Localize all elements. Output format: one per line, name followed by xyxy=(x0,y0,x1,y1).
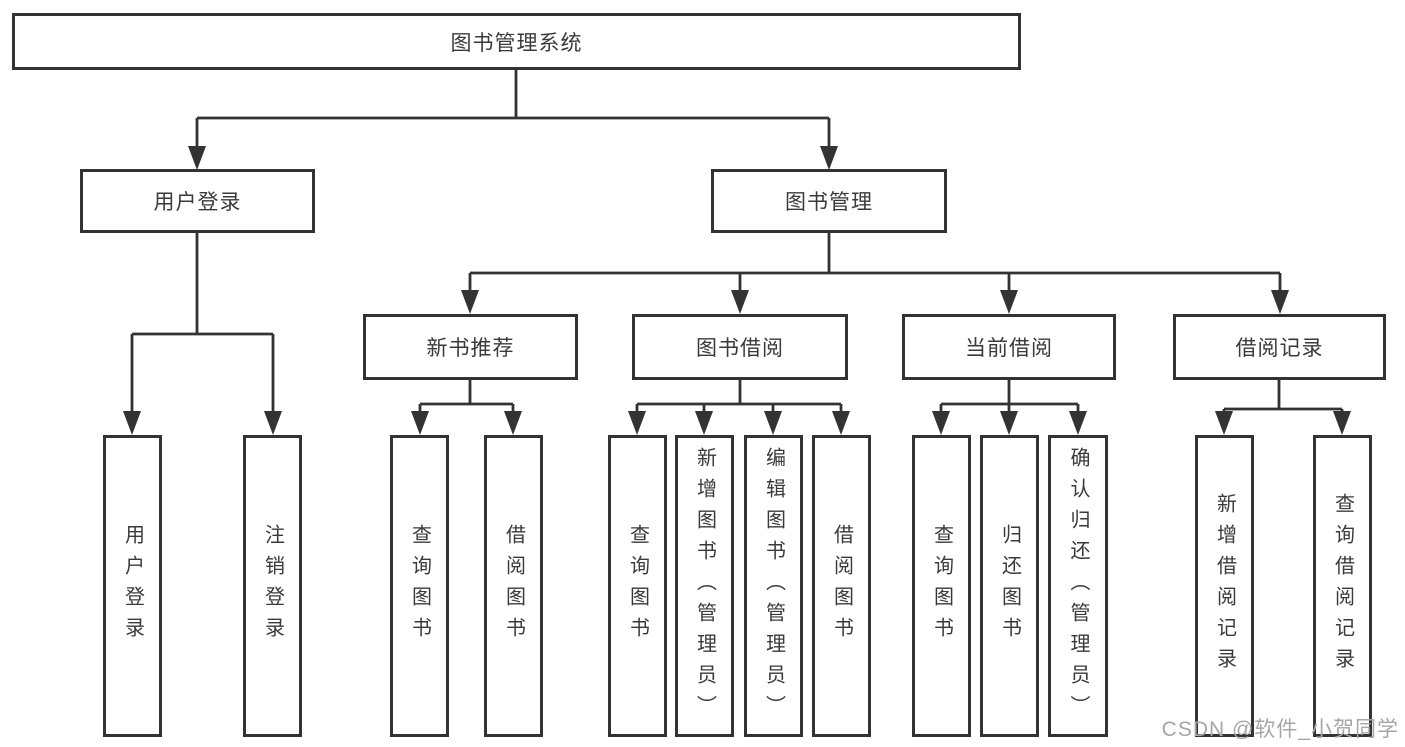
leaf-borrow-books-recommend: 借阅图书 xyxy=(484,435,543,737)
node-label: 归还图书 xyxy=(998,524,1021,648)
node-label: 借阅图书 xyxy=(830,524,853,648)
node-label: 查询图书 xyxy=(626,524,649,648)
leaf-logout: 注销登录 xyxy=(243,435,302,737)
node-label: 新书推荐 xyxy=(426,337,515,360)
node-user-login: 用户登录 xyxy=(80,169,315,233)
node-label: 新增借阅记录 xyxy=(1213,493,1236,679)
leaf-add-books-admin: 新增图书（管理员） xyxy=(675,435,734,737)
node-borrowing-records: 借阅记录 xyxy=(1173,314,1386,380)
leaf-query-books-recommend: 查询图书 xyxy=(390,435,449,737)
node-label: 注销登录 xyxy=(261,524,284,648)
node-label: 编辑图书（管理员） xyxy=(762,446,785,726)
node-library-management-system: 图书管理系统 xyxy=(12,13,1021,70)
leaf-add-borrow-record: 新增借阅记录 xyxy=(1195,435,1254,737)
node-label: 查询借阅记录 xyxy=(1331,493,1354,679)
arrowheads xyxy=(123,146,1351,435)
leaf-query-books-borrowing: 查询图书 xyxy=(608,435,667,737)
node-label: 图书管理系统 xyxy=(450,31,583,55)
node-label: 新增图书（管理员） xyxy=(693,446,716,726)
node-label: 图书管理 xyxy=(785,191,873,214)
leaf-edit-books-admin: 编辑图书（管理员） xyxy=(744,435,803,737)
leaf-query-books-current: 查询图书 xyxy=(912,435,971,737)
node-label: 查询图书 xyxy=(408,524,431,648)
node-new-book-recommendation: 新书推荐 xyxy=(363,314,578,380)
leaf-confirm-return-admin: 确认归还（管理员） xyxy=(1048,435,1108,737)
leaf-return-books: 归还图书 xyxy=(980,435,1039,737)
leaf-borrow-books: 借阅图书 xyxy=(812,435,871,737)
node-label: 查询图书 xyxy=(930,524,953,648)
node-book-borrowing: 图书借阅 xyxy=(632,314,848,380)
node-label: 图书借阅 xyxy=(696,337,784,360)
node-label: 借阅图书 xyxy=(502,524,525,648)
leaf-query-borrow-record: 查询借阅记录 xyxy=(1313,435,1372,737)
node-current-borrowing: 当前借阅 xyxy=(902,314,1116,380)
node-label: 确认归还（管理员） xyxy=(1067,446,1089,726)
node-book-management: 图书管理 xyxy=(711,169,947,233)
csdn-watermark: CSDN @软件_小贺同学 xyxy=(1161,718,1399,741)
node-label: 用户登录 xyxy=(121,524,144,648)
node-label: 用户登录 xyxy=(153,191,242,214)
node-label: 借阅记录 xyxy=(1235,337,1324,360)
node-label: 当前借阅 xyxy=(965,337,1053,360)
leaf-user-login: 用户登录 xyxy=(103,435,162,737)
